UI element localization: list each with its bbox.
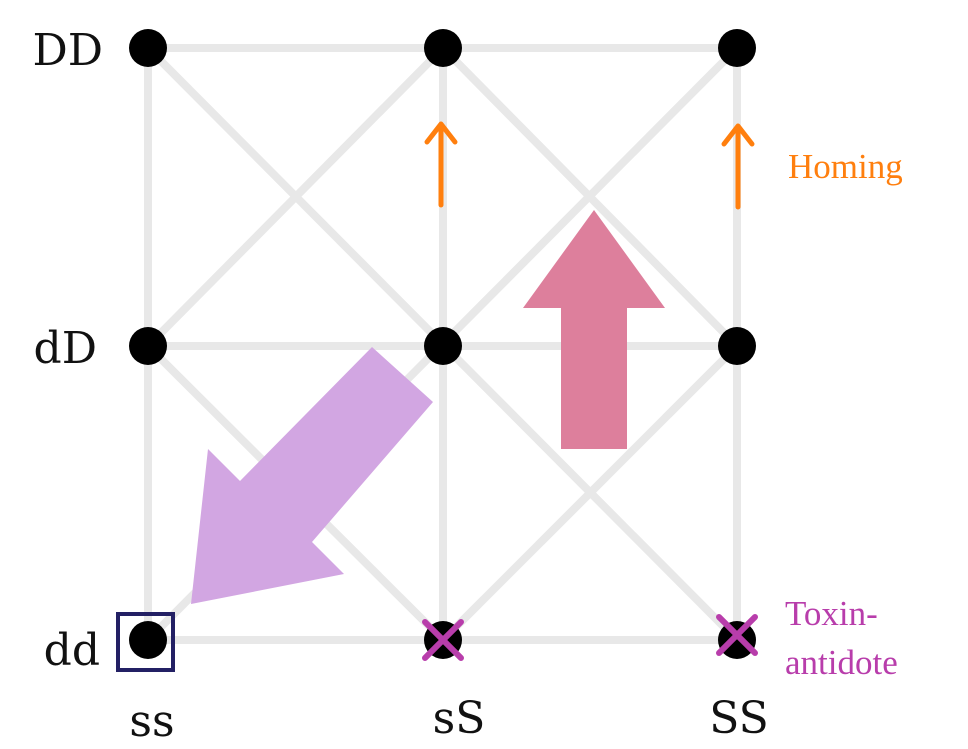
- homing-label: Homing: [788, 147, 903, 186]
- node-dD-SS: [718, 327, 756, 365]
- column-label-sS: sS: [433, 693, 486, 744]
- node-dD-sS: [424, 327, 462, 365]
- node-dd-SS: [718, 621, 756, 659]
- node-DD-ss: [129, 29, 167, 67]
- column-label-SS: SS: [709, 693, 769, 744]
- row-label-dD: dD: [34, 323, 97, 374]
- up-selection-arrow-icon: [523, 210, 665, 449]
- diagonal-selection-arrow-icon: [191, 347, 433, 604]
- row-label-dd: dd: [44, 625, 100, 676]
- node-dD-ss: [129, 327, 167, 365]
- row-label-DD: DD: [32, 25, 103, 76]
- toxin-antidote-label-line2: antidote: [785, 643, 898, 682]
- toxin-antidote-label-line1: Toxin-: [785, 594, 878, 633]
- toxin-cross-icon: [716, 614, 758, 656]
- column-label-ss: ss: [129, 696, 174, 747]
- homing-arrow-icon: [721, 123, 755, 210]
- node-dd-ss: [129, 621, 167, 659]
- homing-arrow-icon: [424, 121, 458, 208]
- node-DD-SS: [718, 29, 756, 67]
- toxin-cross-icon: [422, 619, 464, 661]
- target-genotype-box: [116, 612, 175, 672]
- node-DD-sS: [424, 29, 462, 67]
